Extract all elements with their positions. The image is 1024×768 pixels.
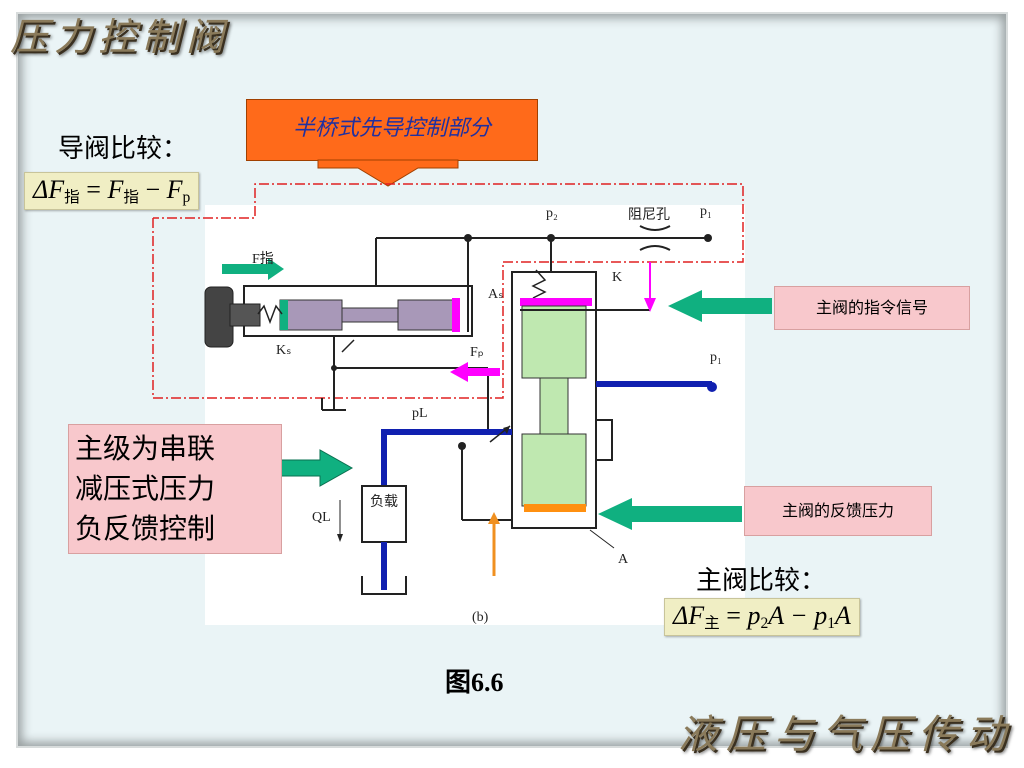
figure-caption: 图6.6	[445, 668, 504, 697]
label-A: A	[618, 552, 629, 567]
command-signal-box: 主阀的指令信号	[774, 286, 970, 330]
label-load: 负载	[370, 495, 398, 510]
label-pL: pL	[412, 406, 428, 421]
main-compare-label: 主阀比较：	[696, 566, 827, 596]
label-Fp: Fₚ	[470, 345, 484, 360]
main-spool-lower	[521, 433, 587, 507]
feedback-pressure-box: 主阀的反馈压力	[744, 486, 932, 536]
main-spool-top-face	[520, 298, 592, 306]
solenoid	[204, 286, 234, 348]
label-K: K	[612, 270, 623, 285]
load-box	[361, 485, 407, 543]
pilot-boundary	[152, 183, 744, 399]
main-stage-line-1: 主级为串联	[75, 432, 216, 465]
slide-title: 压力控制阀	[10, 15, 231, 59]
label-p1-right: p₁	[710, 350, 722, 365]
command-signal-arrow	[668, 290, 772, 322]
main-stage-line-3: 负反馈控制	[75, 512, 216, 545]
main-spool-upper	[521, 305, 587, 379]
feedback-arrow	[598, 498, 742, 530]
pilot-spool-left	[279, 299, 343, 331]
label-QL: QL	[312, 510, 331, 525]
main-spool-bottom-face	[524, 504, 586, 512]
main-stage-arrow	[277, 449, 354, 487]
label-orifice: 阻尼孔	[628, 208, 670, 223]
slide-footer: 液压与气压传动	[678, 712, 1014, 758]
valve-diagram	[205, 205, 745, 625]
pilot-spool-right	[397, 299, 457, 331]
label-p2: p₂	[546, 206, 558, 221]
main-stage-desc-box: 主级为串联 减压式压力 负反馈控制	[68, 424, 282, 554]
label-b: (b)	[472, 610, 489, 625]
fp-arrow	[450, 362, 500, 382]
pilot-compare-label: 导阀比较：	[58, 134, 189, 164]
pilot-formula: ΔF指 = F指 − Fp	[24, 172, 200, 210]
label-p1-top: p₁	[700, 204, 712, 219]
down-arrow	[317, 159, 459, 187]
label-Ks: Kₛ	[276, 343, 292, 358]
f-zhi-arrow	[222, 258, 284, 280]
label-As: Aₛ	[488, 287, 504, 302]
main-formula: ΔF主 = p2A − p1A	[664, 598, 860, 636]
main-stage-line-2: 减压式压力	[75, 472, 216, 505]
label-F-zhi: F指	[252, 252, 274, 267]
